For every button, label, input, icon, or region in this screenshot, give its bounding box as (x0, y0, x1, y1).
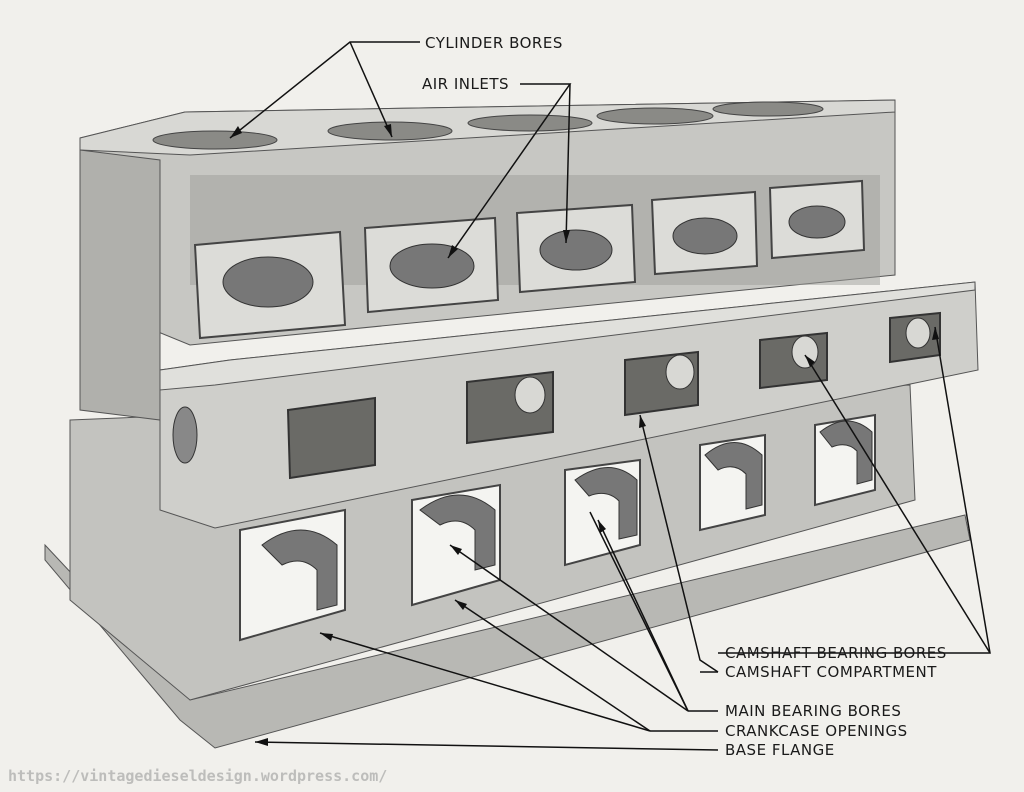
leader-lines (229, 41, 991, 751)
label-cylinder-bores: CYLINDER BORES (425, 34, 563, 52)
cylinder-bores (152, 101, 824, 150)
side-face (79, 149, 161, 421)
main-bearing-bores (261, 420, 873, 611)
watermark-url: https://vintagedieseldesign.wordpress.co… (8, 767, 388, 785)
label-camshaft-compartment: CAMSHAFT COMPARTMENT (725, 663, 937, 681)
arrowheads (230, 124, 939, 746)
label-crankcase-openings: CRANKCASE OPENINGS (725, 722, 908, 740)
label-camshaft-bearing-bores: CAMSHAFT BEARING BORES (725, 644, 947, 662)
label-air-inlets: AIR INLETS (422, 75, 510, 93)
camshaft-bearing-bores (514, 317, 931, 414)
label-base-flange: BASE FLANGE (725, 741, 835, 759)
label-main-bearing-bores: MAIN BEARING BORES (725, 702, 902, 720)
